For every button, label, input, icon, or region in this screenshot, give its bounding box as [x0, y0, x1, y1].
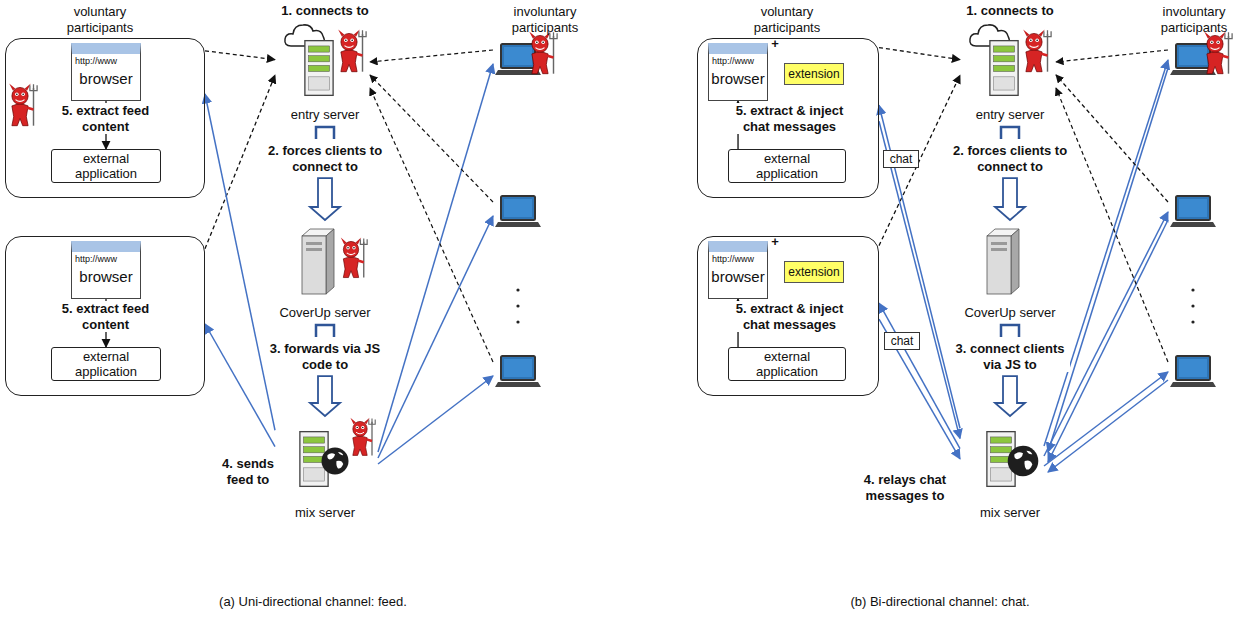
- server-node: entry server: [960, 18, 1060, 122]
- node-text: browser: [711, 268, 764, 285]
- node-text: 5. extract feed content: [58, 301, 153, 332]
- edge-label: 2. forces clients to connect to: [265, 143, 385, 174]
- node-text: external application: [56, 151, 156, 181]
- chat-tag: chat: [883, 150, 919, 168]
- node-text: entry server: [976, 107, 1045, 122]
- group-heading: involuntary participants: [1140, 4, 1248, 35]
- step-label: 1. connects to: [265, 3, 385, 19]
- group-heading: involuntary participants: [485, 4, 605, 35]
- step-label: 4. relays chat messages to: [855, 472, 955, 503]
- application-box: external application: [728, 347, 846, 381]
- chat-tag: chat: [884, 332, 920, 350]
- application-box: external application: [728, 149, 846, 183]
- server-node: entry server: [275, 18, 375, 122]
- extension-box: extension: [784, 63, 844, 85]
- connector: [879, 48, 960, 60]
- server-node: mix server: [275, 418, 375, 520]
- edge-label: 2. forces clients to connect to: [950, 143, 1070, 174]
- connector: [879, 105, 960, 428]
- connector: [879, 75, 960, 245]
- connector: [879, 303, 960, 448]
- participant-group: 5. extract & inject chat messageshttp://…: [697, 38, 879, 198]
- browser-window: http://www browser: [71, 43, 141, 101]
- plus-sign: +: [768, 36, 782, 52]
- node-text: http://www: [712, 254, 754, 264]
- node-text: external application: [733, 349, 841, 379]
- node-text: CoverUp server: [964, 305, 1055, 320]
- group-heading: voluntary participants: [40, 4, 160, 35]
- server-node: CoverUp server: [275, 222, 375, 320]
- connector: [205, 51, 275, 60]
- node-text: 5. extract feed content: [58, 103, 153, 134]
- application-box: external application: [51, 149, 161, 183]
- node-text: chat: [890, 152, 913, 166]
- node-text: browser: [79, 70, 132, 87]
- node-text: 5. extract & inject chat messages: [722, 301, 857, 332]
- browser-window: http://www browser: [708, 241, 768, 299]
- server-node: CoverUp server: [960, 222, 1060, 320]
- participant-group: 5. extract feed content http://www browser…: [5, 38, 205, 198]
- group-heading: voluntary participants: [727, 4, 847, 35]
- connector: [879, 121, 960, 438]
- application-box: external application: [51, 347, 161, 381]
- connector: [879, 319, 960, 459]
- step-label: 4. sends feed to: [216, 456, 280, 487]
- edge-label: 3. connect clients via JS to: [950, 341, 1070, 372]
- edge-label: 3. forwards via JS code to: [265, 341, 385, 372]
- node-text: http://www: [712, 56, 754, 66]
- browser-window: http://www browser: [71, 241, 141, 299]
- plus-sign: +: [768, 234, 782, 250]
- node-text: http://www: [75, 56, 117, 66]
- participant-group: 5. extract feed content http://www browser…: [5, 236, 205, 396]
- browser-window: http://www browser: [708, 43, 768, 101]
- node-text: browser: [711, 70, 764, 87]
- node-text: CoverUp server: [279, 305, 370, 320]
- server-node: mix server: [960, 418, 1060, 520]
- node-text: mix server: [980, 505, 1040, 520]
- node-text: entry server: [291, 107, 360, 122]
- node-text: external application: [56, 349, 156, 379]
- extension-box: extension: [784, 261, 844, 283]
- panel-caption: (a) Uni-directional channel: feed.: [113, 594, 513, 610]
- node-text: mix server: [295, 505, 355, 520]
- node-text: extension: [788, 265, 839, 279]
- node-text: chat: [891, 334, 914, 348]
- participant-group: 5. extract & inject chat messageshttp://…: [697, 236, 879, 396]
- node-text: http://www: [75, 254, 117, 264]
- panel-caption: (b) Bi-directional channel: chat.: [740, 594, 1140, 610]
- node-text: 5. extract & inject chat messages: [722, 103, 857, 134]
- node-text: external application: [733, 151, 841, 181]
- step-label: 1. connects to: [950, 3, 1070, 19]
- node-text: extension: [788, 67, 839, 81]
- node-text: browser: [79, 268, 132, 285]
